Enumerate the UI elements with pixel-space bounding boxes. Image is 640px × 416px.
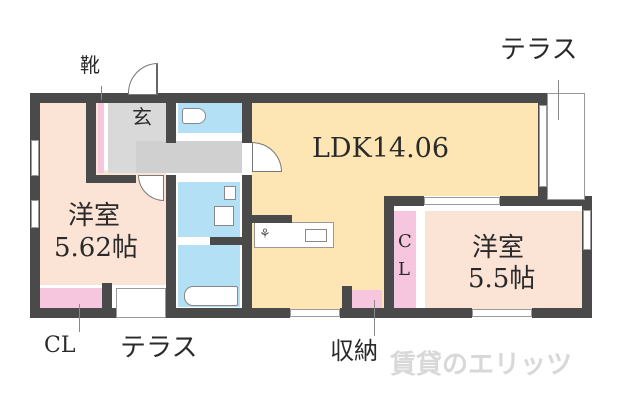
leader-line (558, 80, 559, 120)
wall-wet-left2 (166, 175, 176, 318)
bathtub-icon (184, 286, 238, 306)
western-room-right (425, 211, 585, 311)
washer-icon (214, 206, 234, 226)
wall-kitchen (252, 215, 292, 223)
wall-storage (342, 286, 352, 310)
western-room-left-name: 洋室 (68, 201, 121, 231)
wall-wet-left (166, 93, 176, 143)
shoe-closet-label: 靴 (80, 53, 100, 77)
terrace-door-bottom (116, 288, 166, 318)
sink-icon (305, 229, 327, 242)
wall-bottom-mid2 (340, 308, 472, 318)
window-bedroom-right (583, 210, 591, 250)
stove-icon: ⚘ (259, 227, 271, 242)
window-left (31, 140, 39, 176)
wall-closet-left (102, 283, 112, 318)
wall-top-right (252, 93, 548, 103)
ldk (252, 103, 538, 196)
hallway (136, 141, 242, 173)
leader-line (374, 300, 375, 336)
closet-right-c: C (398, 231, 412, 252)
wall-entry-left (86, 93, 96, 183)
wall-top-left (30, 93, 252, 103)
storage-label: 収納 (330, 337, 378, 365)
washbasin-icon (224, 186, 236, 200)
entrance-door (128, 63, 158, 95)
terrace-top-label: テラス (500, 35, 578, 65)
terrace-bottom-label: テラス (120, 333, 198, 363)
western-room-left-size: 5.62帖 (54, 233, 138, 263)
wall-bedroom-left (384, 196, 394, 318)
storage-closet (352, 290, 382, 308)
window-ldk-right (539, 105, 547, 187)
leader-line (79, 304, 80, 332)
wall-wet-right2 (242, 175, 252, 318)
window-bottom-ldk (290, 309, 340, 317)
closet-right (394, 211, 416, 311)
shoe-closet (98, 103, 104, 173)
kitchen-counter (254, 222, 334, 248)
window-bottom-bedroom (472, 309, 532, 317)
closet-right-l: L (398, 259, 410, 280)
ldk-label: LDK14.06 (312, 133, 450, 164)
entrance-label: 玄 (132, 105, 152, 129)
wall-entry-bottom (86, 175, 136, 183)
wall-bottom-left (30, 308, 116, 318)
leader-line (101, 86, 102, 100)
wall-right (582, 196, 592, 318)
western-room-right-size: 5.5帖 (468, 264, 536, 294)
closet-left (40, 288, 102, 310)
closet-left-label: CL (44, 333, 76, 358)
wall-bottom-right (532, 308, 592, 318)
window-left2 (31, 200, 39, 228)
wall-bedroom-top2 (500, 196, 592, 206)
watermark: 賃貸のエリッツ (390, 350, 573, 380)
window-bedroom-top (424, 197, 500, 205)
wall-bottom-mid (166, 308, 290, 318)
western-room-right-name: 洋室 (472, 233, 525, 263)
toilet-icon (182, 108, 206, 124)
wall-wet-right (242, 93, 252, 143)
wall-bedroom-top (384, 196, 424, 206)
terrace-top (547, 93, 585, 200)
wall-washroom-split (210, 237, 242, 245)
